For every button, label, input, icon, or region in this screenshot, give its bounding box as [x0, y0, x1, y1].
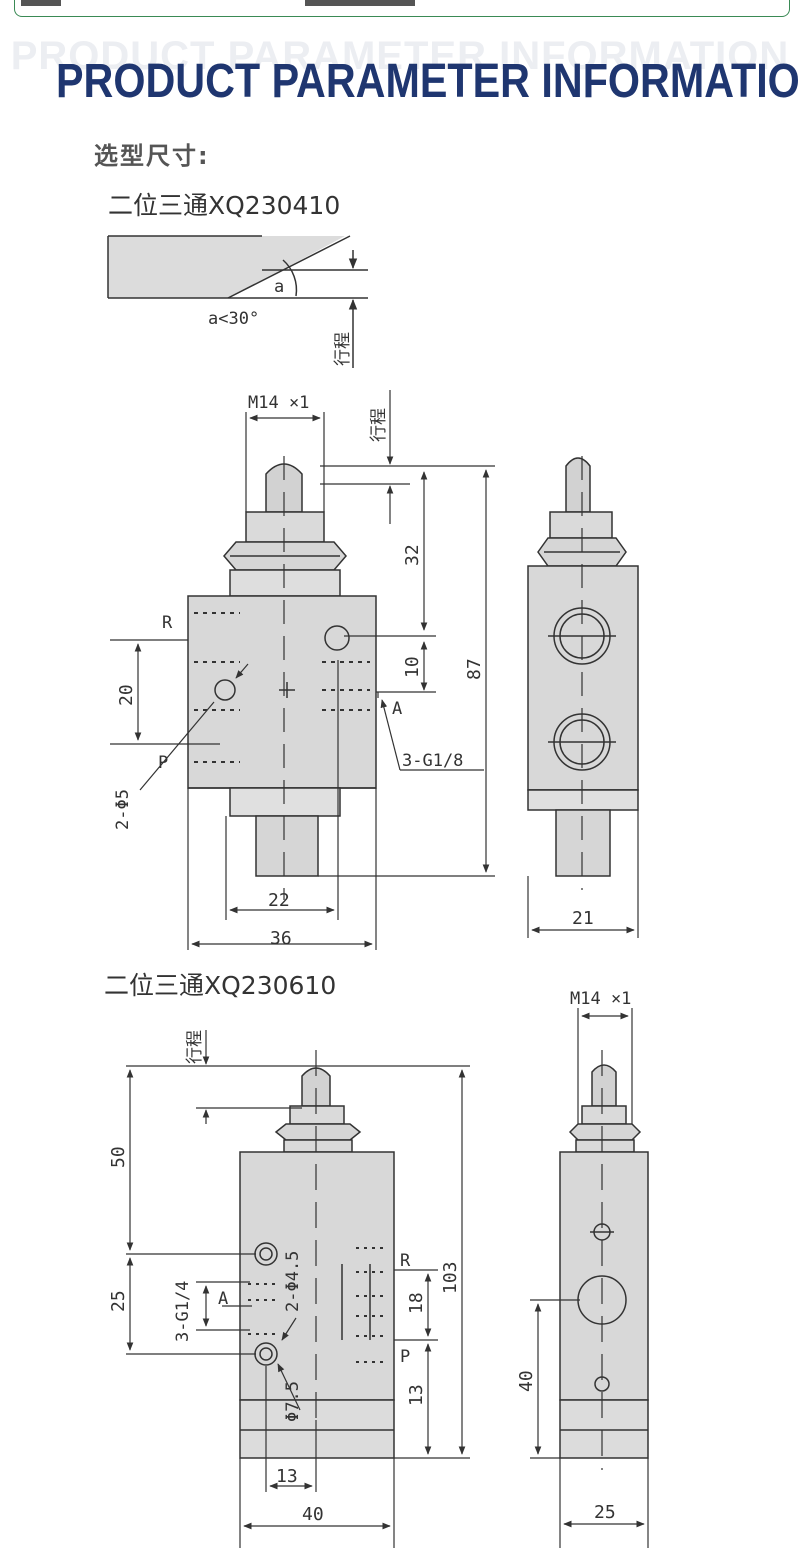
ports-thread-1: 3-G1/8 [402, 751, 463, 771]
model-2-front-view [239, 1050, 395, 1459]
dim-87: 87 [464, 658, 485, 680]
section-label: 选型尺寸: [94, 142, 210, 170]
dim-50: 50 [108, 1146, 129, 1168]
top-frame [14, 0, 790, 17]
port-p-label-2: P [400, 1347, 410, 1367]
dim-40: 40 [302, 1504, 324, 1525]
model-1-front-view [187, 456, 377, 900]
page-title: PRODUCT PARAMETER INFORMATION [56, 55, 800, 108]
angle-symbol: a [274, 277, 284, 297]
dim-32: 32 [402, 544, 423, 566]
dim-13: 13 [406, 1384, 427, 1406]
port-a-label-1: A [392, 699, 402, 719]
dim-20: 20 [116, 684, 137, 706]
port-r-label-1: R [162, 613, 173, 633]
dim-40-side: 40 [516, 1370, 537, 1392]
holes-label-2: 2-Φ4.5 [283, 1251, 303, 1312]
model-1-name: 二位三通XQ230410 [108, 191, 341, 220]
ports-thread-2: 3-G1/4 [173, 1281, 193, 1342]
model-1-dimensions [110, 390, 495, 950]
model-2-dimensions [126, 1030, 470, 1548]
thread-label-2: M14 ×1 [570, 989, 631, 1009]
dim-22: 22 [268, 890, 290, 911]
angle-note: a<30° [208, 309, 259, 329]
holes-label-1: 2-Φ5 [113, 789, 133, 830]
dim-25: 25 [108, 1290, 129, 1312]
model-1-side-view [527, 456, 639, 890]
model-2-name: 二位三通XQ230610 [104, 971, 337, 1000]
frame-fragment [305, 0, 415, 6]
stroke-label-1: 行程 [369, 408, 389, 442]
heading-watermark: PRODUCT PARAMETER INFORMATION [10, 34, 790, 78]
port-r-label-2: R [400, 1251, 411, 1271]
dim-25-side: 25 [594, 1502, 616, 1523]
dim-10: 10 [402, 656, 423, 678]
dim-13-bottom: 13 [276, 1466, 298, 1487]
frame-fragment [21, 0, 61, 6]
port-a-label-2: A [218, 1289, 228, 1309]
stroke-label-2: 行程 [185, 1030, 205, 1064]
dim-18: 18 [406, 1292, 427, 1314]
dim-21: 21 [572, 908, 594, 929]
angle-detail [107, 235, 368, 368]
stroke-label: 行程 [333, 332, 353, 366]
thread-label-1: M14 ×1 [248, 393, 309, 413]
port-p-label-1: P [158, 753, 168, 773]
hole-dia-label-2: Φ7.5 [283, 1381, 303, 1422]
dim-103: 103 [440, 1261, 461, 1294]
dim-36: 36 [270, 928, 292, 949]
model-2-side-view [559, 1050, 649, 1470]
